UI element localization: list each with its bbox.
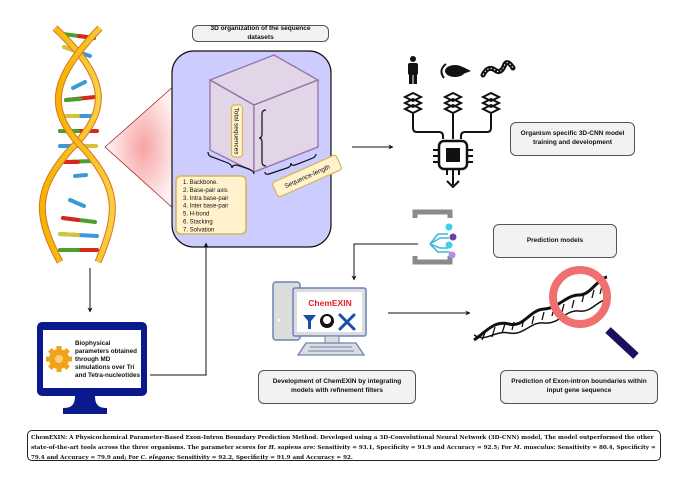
organization-title-box: 3D organization of the sequence datasets — [192, 25, 329, 42]
biophysical-monitor-icon — [37, 322, 147, 414]
layer-stack-icons — [402, 91, 502, 115]
cnn-chip-icon — [412, 113, 492, 189]
caption-organism: H. sapiens are: — [268, 445, 316, 451]
gear-icon — [46, 346, 72, 372]
zoom-cone — [104, 84, 176, 211]
prediction-models-box: Prediction models — [493, 224, 617, 258]
length-brace — [264, 153, 317, 175]
training-box: Organism specific 3D-CNN model training … — [510, 122, 635, 156]
chemexin-screen-title: ChemEXIN — [308, 298, 351, 308]
prediction-models-title: Prediction models — [526, 236, 584, 244]
parameter-list-item: 3. Intra base-pair — [183, 196, 228, 202]
organization-title: 3D organization of the sequence datasets — [210, 24, 311, 41]
magnifier-dna-icon — [473, 266, 639, 359]
caption-text: Sensitivity = 80.4, Specificity = 79.4 a… — [31, 445, 656, 461]
width-brace — [207, 151, 255, 175]
parameter-list-item: 7. Solvation — [183, 227, 214, 233]
arrow-to-chemexin — [351, 243, 418, 281]
filter-icon — [303, 315, 316, 329]
figure-caption: ChemEXIN: A Physicochemical Parameter-Ba… — [27, 430, 661, 461]
caption-text: Sensitivity = 92.2, Specificity = 91.9 a… — [174, 455, 353, 461]
caption-organism: M. musculus: — [513, 445, 556, 451]
total-sequences-label: Total sequences — [230, 104, 244, 158]
tools-icon — [338, 313, 356, 331]
caption-text: Sensitivity = 93.1, Specificity = 91.9 a… — [315, 445, 514, 451]
human-icon — [408, 56, 418, 84]
height-brace — [258, 109, 267, 167]
parameter-list-item: 2. Base-pair axis — [183, 188, 228, 194]
parameter-list-item: 6. Stacking — [183, 220, 213, 226]
worm-icon — [480, 60, 516, 78]
caption-text: ChemEXIN: A Physicochemical Parameter-Ba… — [31, 435, 654, 451]
development-title: Development of ChemEXIN by integrating m… — [272, 378, 402, 394]
parameter-list-item: 4. Inter base-pair — [183, 204, 228, 210]
prediction-boundaries-title: Prediction of Exon-intron boundaries wit… — [511, 378, 647, 394]
biophysical-text: Biophysical parameters obtained through … — [75, 340, 140, 379]
mouse-icon — [440, 63, 471, 79]
svg-text:Total sequences: Total sequences — [233, 108, 240, 156]
parameter-list-item: 5. H-bond — [183, 212, 209, 218]
data-cube-icon — [208, 54, 320, 174]
dna-helix-icon — [38, 25, 116, 264]
chemexin-computer-icon — [272, 281, 367, 356]
parameters-list-box — [175, 175, 247, 235]
development-box: Development of ChemEXIN by integrating m… — [258, 370, 416, 404]
parameter-list-item: 1. Backbone. — [183, 180, 218, 186]
prediction-boundaries-box: Prediction of Exon-intron boundaries wit… — [500, 370, 658, 404]
caption-organism: C. elegans: — [140, 455, 175, 461]
arrow-to-parameters — [150, 242, 209, 376]
prediction-models-icon — [412, 209, 457, 265]
training-title: Organism specific 3D-CNN model training … — [520, 130, 625, 146]
